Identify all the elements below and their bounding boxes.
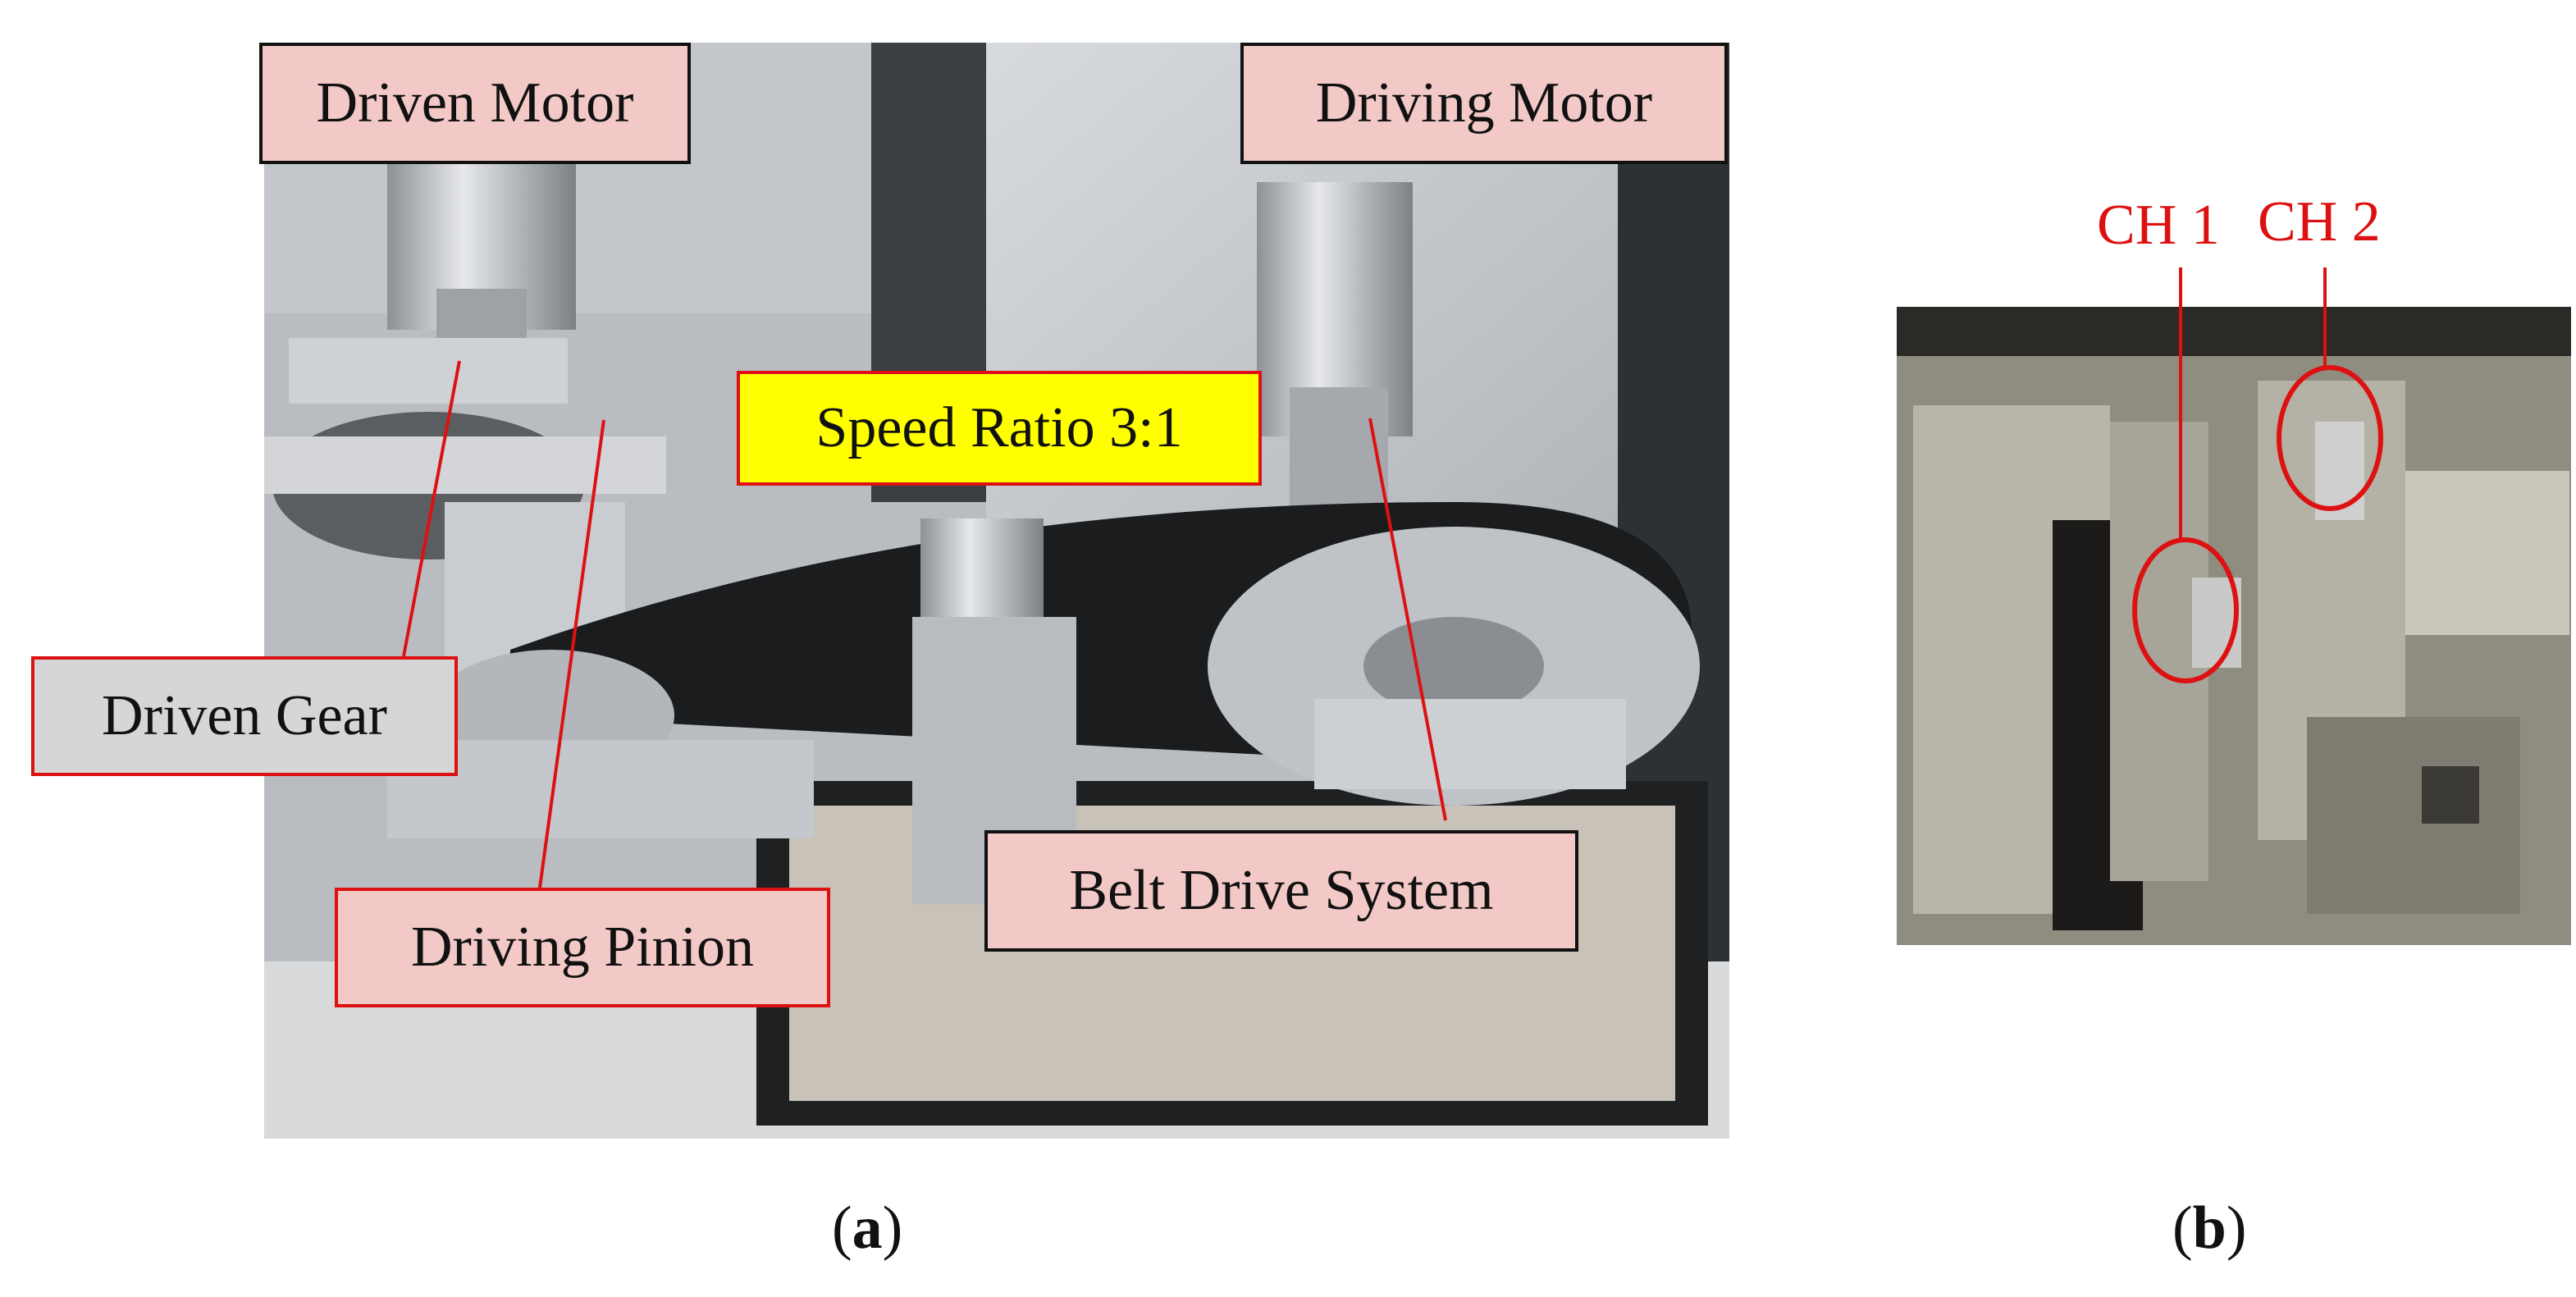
- driven-gear-label: Driven Gear: [31, 656, 458, 776]
- caption-b-letter: b: [2192, 1194, 2227, 1262]
- caption-a: (a): [832, 1194, 903, 1262]
- driving-pinion-label: Driving Pinion: [335, 888, 830, 1007]
- caption-b: (b): [2172, 1194, 2247, 1262]
- sensor-closeup-photo: [1897, 307, 2571, 945]
- belt-drive-system-label: Belt Drive System: [984, 830, 1578, 952]
- caption-a-letter: a: [852, 1194, 883, 1262]
- driven-motor-label: Driven Motor: [259, 43, 691, 164]
- speed-ratio-label: Speed Ratio 3:1: [737, 371, 1262, 486]
- driving-motor-label: Driving Motor: [1240, 43, 1728, 164]
- ch2-label: CH 2: [2258, 190, 2381, 253]
- ch1-label: CH 1: [2097, 194, 2220, 257]
